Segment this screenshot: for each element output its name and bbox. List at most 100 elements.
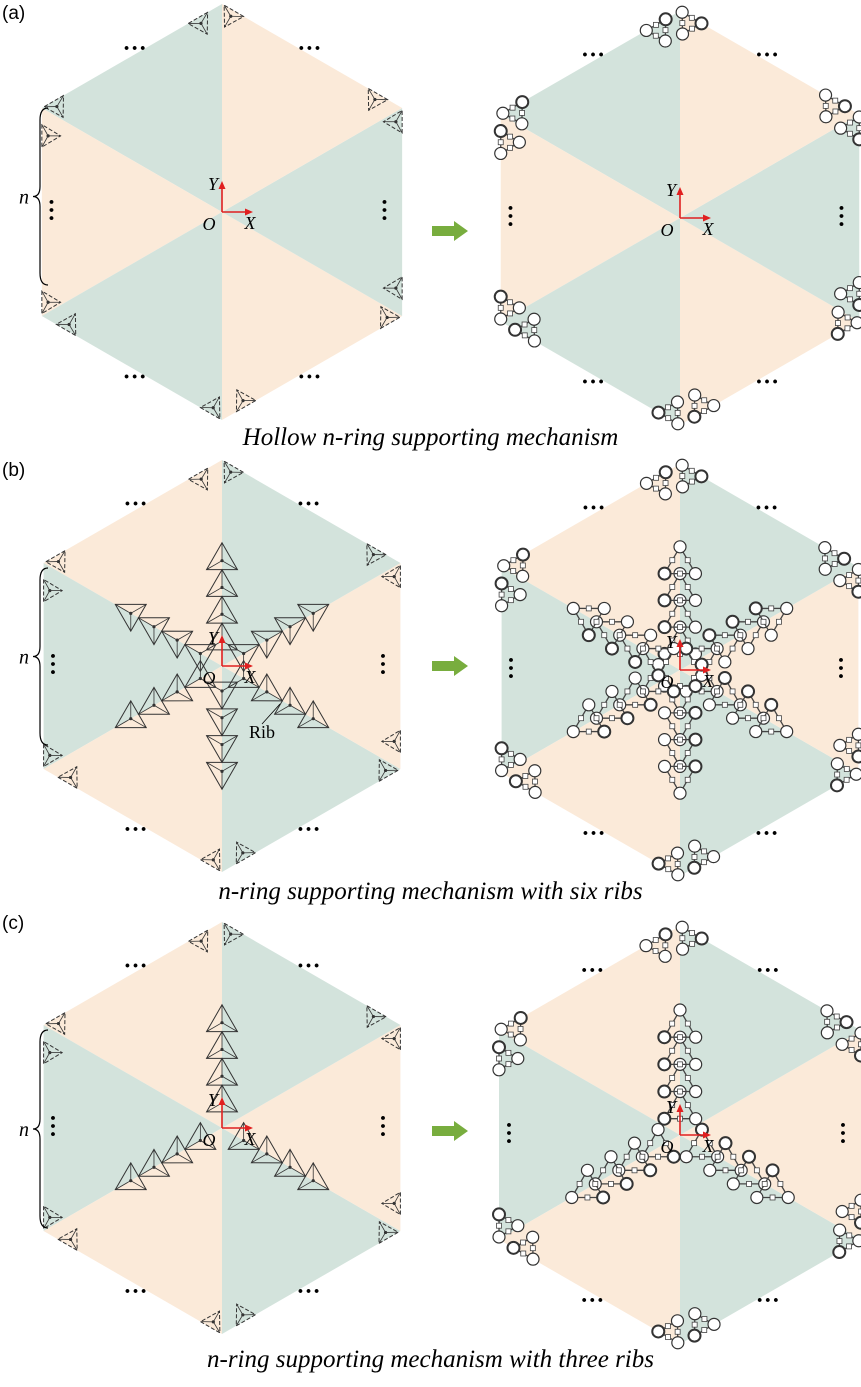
revolute-joint [497, 107, 509, 119]
slider-joint [847, 286, 852, 291]
revolute-joint [677, 943, 689, 955]
slider-joint [835, 772, 840, 777]
revolute-joint [640, 477, 652, 489]
revolute-joint [742, 643, 754, 655]
module-hub [212, 1320, 215, 1323]
slider-joint [844, 766, 849, 771]
module-hub [229, 15, 232, 18]
slider-joint [498, 140, 503, 145]
slider-joint [761, 716, 766, 721]
revolute-joint [496, 600, 508, 612]
revolute-joint [689, 840, 701, 852]
revolute-joint [781, 602, 793, 614]
revolute-joint [832, 328, 844, 340]
panel-b-label: (b) [2, 460, 25, 482]
revolute-joint [708, 400, 720, 412]
slider-joint [678, 710, 683, 715]
revolute-joint [851, 317, 861, 329]
module-hub [152, 1166, 155, 1169]
module-hub [212, 406, 215, 409]
slider-joint [508, 1021, 513, 1026]
origin-label: O [661, 1137, 674, 1157]
module-hub [394, 120, 397, 123]
revolute-joint [512, 1220, 524, 1232]
panel-a-label: (a) [2, 3, 25, 25]
slider-joint [532, 779, 537, 784]
slider-joint [670, 1021, 675, 1026]
slider-joint [508, 1032, 513, 1037]
revolute-joint [727, 712, 739, 724]
slider-joint [723, 1168, 728, 1173]
revolute-joint [719, 672, 731, 684]
revolute-joint [671, 1315, 683, 1327]
ellipsis: … [123, 485, 147, 511]
slider-joint [762, 1181, 767, 1186]
slider-joint [625, 689, 630, 694]
revolute-joint [514, 753, 526, 765]
revolute-joint [696, 933, 708, 945]
slider-joint [825, 1019, 830, 1024]
slider-joint [497, 1056, 502, 1061]
revolute-joint [834, 739, 846, 751]
module-hub [393, 575, 396, 578]
slider-joint [663, 943, 668, 948]
module-hub [129, 717, 132, 720]
slider-joint [579, 716, 584, 721]
revolute-joint [819, 563, 831, 575]
ring-count-label: n [19, 187, 29, 209]
slider-joint [823, 556, 828, 561]
slider-joint [663, 481, 668, 486]
revolute-joint [495, 313, 507, 325]
rib-label: Rib [249, 722, 275, 742]
module-hub [220, 559, 223, 562]
revolute-joint [689, 594, 701, 606]
revolute-joint [606, 685, 618, 697]
slider-joint [518, 1026, 523, 1031]
revolute-joint [529, 786, 541, 798]
slider-joint [680, 936, 685, 941]
slider-joint [685, 584, 690, 589]
revolute-joint [629, 1137, 641, 1149]
slider-joint [823, 103, 828, 108]
slider-joint [653, 22, 658, 27]
ellipsis: … [580, 1282, 604, 1308]
slider-joint [530, 1246, 535, 1251]
slider-joint [497, 1223, 502, 1228]
slider-joint [847, 131, 852, 136]
module-hub [393, 1202, 396, 1205]
slider-joint [632, 1168, 637, 1173]
revolute-joint [660, 466, 672, 478]
ellipsis: … [755, 815, 779, 841]
revolute-joint [513, 136, 525, 148]
ellipsis-vertical: … [833, 656, 859, 680]
revolute-joint [688, 411, 700, 423]
ellipsis-vertical: … [501, 1121, 527, 1145]
revolute-joint [750, 726, 762, 738]
ellipsis: … [755, 489, 779, 515]
module-hub [265, 1152, 268, 1155]
slider-joint [608, 1181, 613, 1186]
slider-joint [670, 1048, 675, 1053]
module-hub [48, 1051, 51, 1054]
slider-joint [847, 1244, 852, 1249]
ellipsis-vertical: … [503, 656, 529, 680]
x-axis-label: X [244, 1129, 257, 1149]
slider-joint [617, 702, 622, 707]
slider-joint [648, 659, 653, 664]
revolute-joint [852, 586, 861, 598]
revolute-joint [507, 1242, 519, 1254]
panel-b-transform-arrow [432, 656, 468, 676]
module-hub [220, 613, 223, 616]
slider-joint [702, 1317, 707, 1322]
module-hub [384, 769, 387, 772]
module-hub [129, 612, 132, 615]
x-axis-label: X [702, 671, 715, 691]
revolute-joint [606, 643, 618, 655]
ellipsis: … [581, 364, 605, 390]
ellipsis: … [297, 947, 321, 973]
revolute-joint [659, 707, 671, 719]
slider-joint [769, 606, 774, 611]
panel-c-label: (c) [2, 913, 24, 935]
slider-joint [670, 724, 675, 729]
revolute-joint [839, 100, 851, 112]
